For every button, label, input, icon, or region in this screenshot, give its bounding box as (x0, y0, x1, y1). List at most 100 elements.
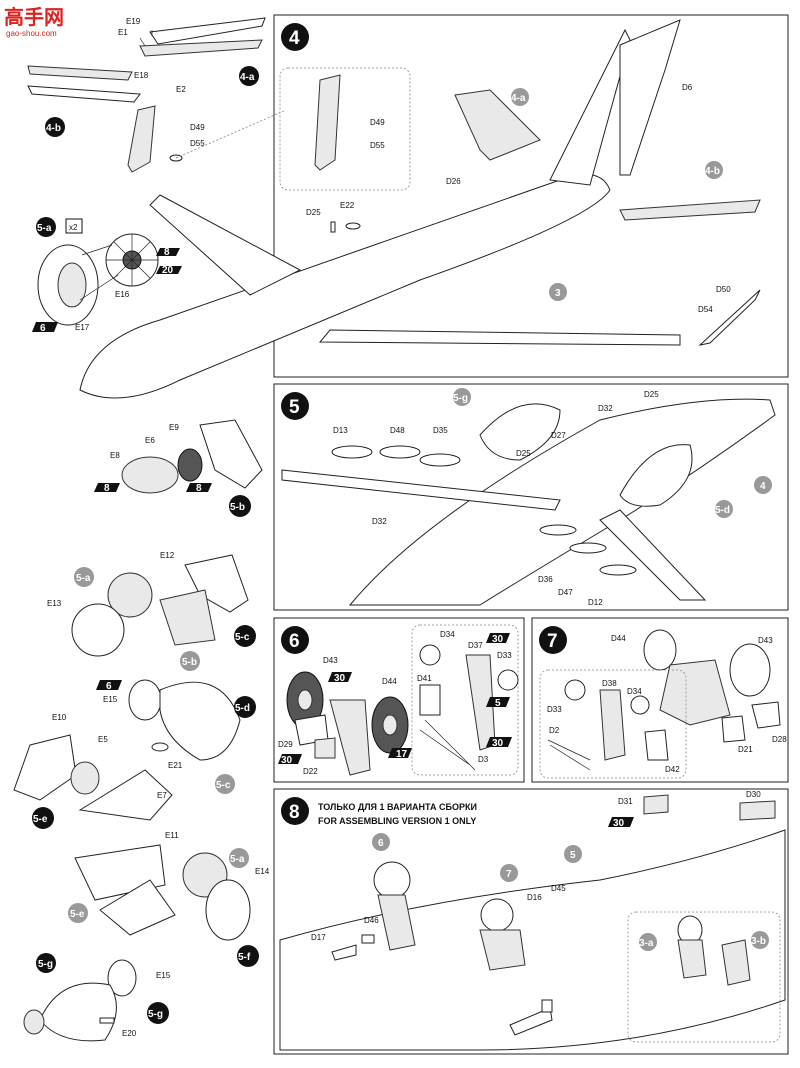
svg-text:8: 8 (104, 483, 110, 494)
svg-text:3-b: 3-b (751, 936, 766, 947)
svg-text:D49: D49 (190, 123, 205, 132)
sub-4b-parts: E18 E2 (27, 65, 186, 103)
svg-text:D13: D13 (333, 426, 348, 435)
svg-text:E11: E11 (165, 831, 179, 840)
svg-text:30: 30 (281, 755, 293, 766)
svg-text:D44: D44 (611, 634, 626, 643)
svg-text:E2: E2 (176, 85, 186, 94)
svg-text:D34: D34 (627, 687, 642, 696)
svg-text:3-a: 3-a (639, 938, 654, 949)
svg-text:D33: D33 (497, 651, 512, 660)
sub-5f-group: E11 E14 5-a 5-e 5-f (68, 831, 270, 967)
watermark-chars: 高手网 (4, 5, 64, 29)
svg-text:D6: D6 (682, 83, 693, 92)
svg-text:20: 20 (162, 265, 174, 276)
svg-text:4-b: 4-b (705, 166, 720, 177)
svg-text:E15: E15 (103, 695, 118, 704)
svg-text:5-g: 5-g (38, 959, 53, 970)
svg-text:D42: D42 (665, 765, 680, 774)
svg-text:5-f: 5-f (238, 952, 251, 963)
svg-text:D17: D17 (311, 933, 326, 942)
svg-text:D55: D55 (370, 141, 385, 150)
svg-text:D49: D49 (370, 118, 385, 127)
svg-text:E7: E7 (157, 791, 167, 800)
svg-text:4: 4 (760, 481, 766, 492)
svg-text:D25: D25 (306, 208, 321, 217)
svg-text:4-a: 4-a (511, 93, 526, 104)
svg-text:4-a: 4-a (240, 72, 255, 83)
svg-text:5: 5 (495, 698, 501, 709)
svg-text:5: 5 (570, 850, 576, 861)
svg-text:D45: D45 (551, 884, 566, 893)
svg-text:E12: E12 (160, 551, 175, 560)
svg-text:30: 30 (613, 818, 625, 829)
svg-text:7: 7 (506, 869, 512, 880)
svg-text:5-e: 5-e (33, 814, 48, 825)
svg-text:30: 30 (492, 738, 504, 749)
paint-markers-5a: 8 20 6 (32, 247, 182, 334)
svg-text:D55: D55 (190, 139, 205, 148)
svg-text:E22: E22 (340, 201, 355, 210)
svg-text:D35: D35 (433, 426, 448, 435)
svg-text:D16: D16 (527, 893, 542, 902)
svg-text:E9: E9 (169, 423, 179, 432)
svg-text:7: 7 (547, 631, 558, 652)
sub-5g-group: 5-g E15 E20 5-g (23, 953, 171, 1042)
watermark-url: gao-shou.com (6, 29, 57, 38)
sub-4a-badge: 4-a (239, 66, 259, 86)
svg-text:E20: E20 (122, 1029, 137, 1038)
svg-text:D43: D43 (323, 656, 338, 665)
step-4-frame (273, 14, 789, 378)
svg-text:E5: E5 (98, 735, 108, 744)
svg-text:D26: D26 (446, 177, 461, 186)
svg-text:D29: D29 (278, 740, 293, 749)
svg-text:D36: D36 (538, 575, 553, 584)
step-5-badge: 5 (281, 392, 309, 420)
svg-text:5-b: 5-b (182, 657, 197, 668)
svg-text:D32: D32 (598, 404, 613, 413)
svg-text:D46: D46 (364, 916, 379, 925)
step-8-badge: 8 (281, 797, 309, 825)
svg-text:8: 8 (289, 802, 300, 823)
svg-text:E8: E8 (110, 451, 120, 460)
svg-text:4-b: 4-b (46, 123, 61, 134)
svg-text:x2: x2 (69, 223, 78, 232)
svg-text:E14: E14 (255, 867, 270, 876)
step-5-aircraft: 5-g 5-d 4 D13 D48 D35 D32 D27 D25 D25 D3… (281, 388, 776, 607)
svg-text:5-g: 5-g (453, 393, 468, 404)
svg-text:E21: E21 (168, 761, 183, 770)
svg-text:D25: D25 (644, 390, 659, 399)
svg-text:D21: D21 (738, 745, 753, 754)
svg-text:E10: E10 (52, 713, 67, 722)
svg-text:D37: D37 (468, 641, 483, 650)
fin-D49: D49 D55 (127, 105, 287, 173)
step-6-frame (273, 617, 525, 783)
svg-text:3: 3 (555, 288, 561, 299)
svg-text:5-a: 5-a (76, 573, 91, 584)
svg-text:5-c: 5-c (216, 780, 231, 791)
svg-text:8: 8 (164, 247, 170, 258)
svg-text:D50: D50 (716, 285, 731, 294)
svg-text:E1: E1 (118, 28, 128, 37)
step-8-note-en: FOR ASSEMBLING VERSION 1 ONLY (318, 816, 476, 826)
watermark: 高手网 gao-shou.com (4, 5, 64, 38)
svg-text:D31: D31 (618, 797, 633, 806)
svg-text:17: 17 (396, 749, 408, 760)
svg-text:D27: D27 (551, 431, 566, 440)
svg-text:E13: E13 (47, 599, 62, 608)
svg-text:D12: D12 (588, 598, 603, 607)
step-5-frame (273, 383, 789, 611)
sub-5a-group: 5-a x2 E16 E17 (36, 217, 159, 332)
svg-text:E6: E6 (145, 436, 155, 445)
svg-text:5-e: 5-e (70, 909, 85, 920)
svg-text:4: 4 (289, 28, 300, 49)
sub-4a-parts: E19 E1 (118, 17, 266, 57)
svg-text:D43: D43 (758, 636, 773, 645)
svg-text:30: 30 (334, 673, 346, 684)
step-4-aircraft: D49 D55 4-a 4-b D6 D26 D25 E22 D50 D54 3 (79, 19, 761, 399)
sub-5d-group: 6 E15 E21 5-d 5-c (96, 679, 256, 794)
step-7-badge: 7 (539, 626, 567, 654)
svg-text:5-g: 5-g (148, 1009, 163, 1020)
svg-text:8: 8 (196, 483, 202, 494)
